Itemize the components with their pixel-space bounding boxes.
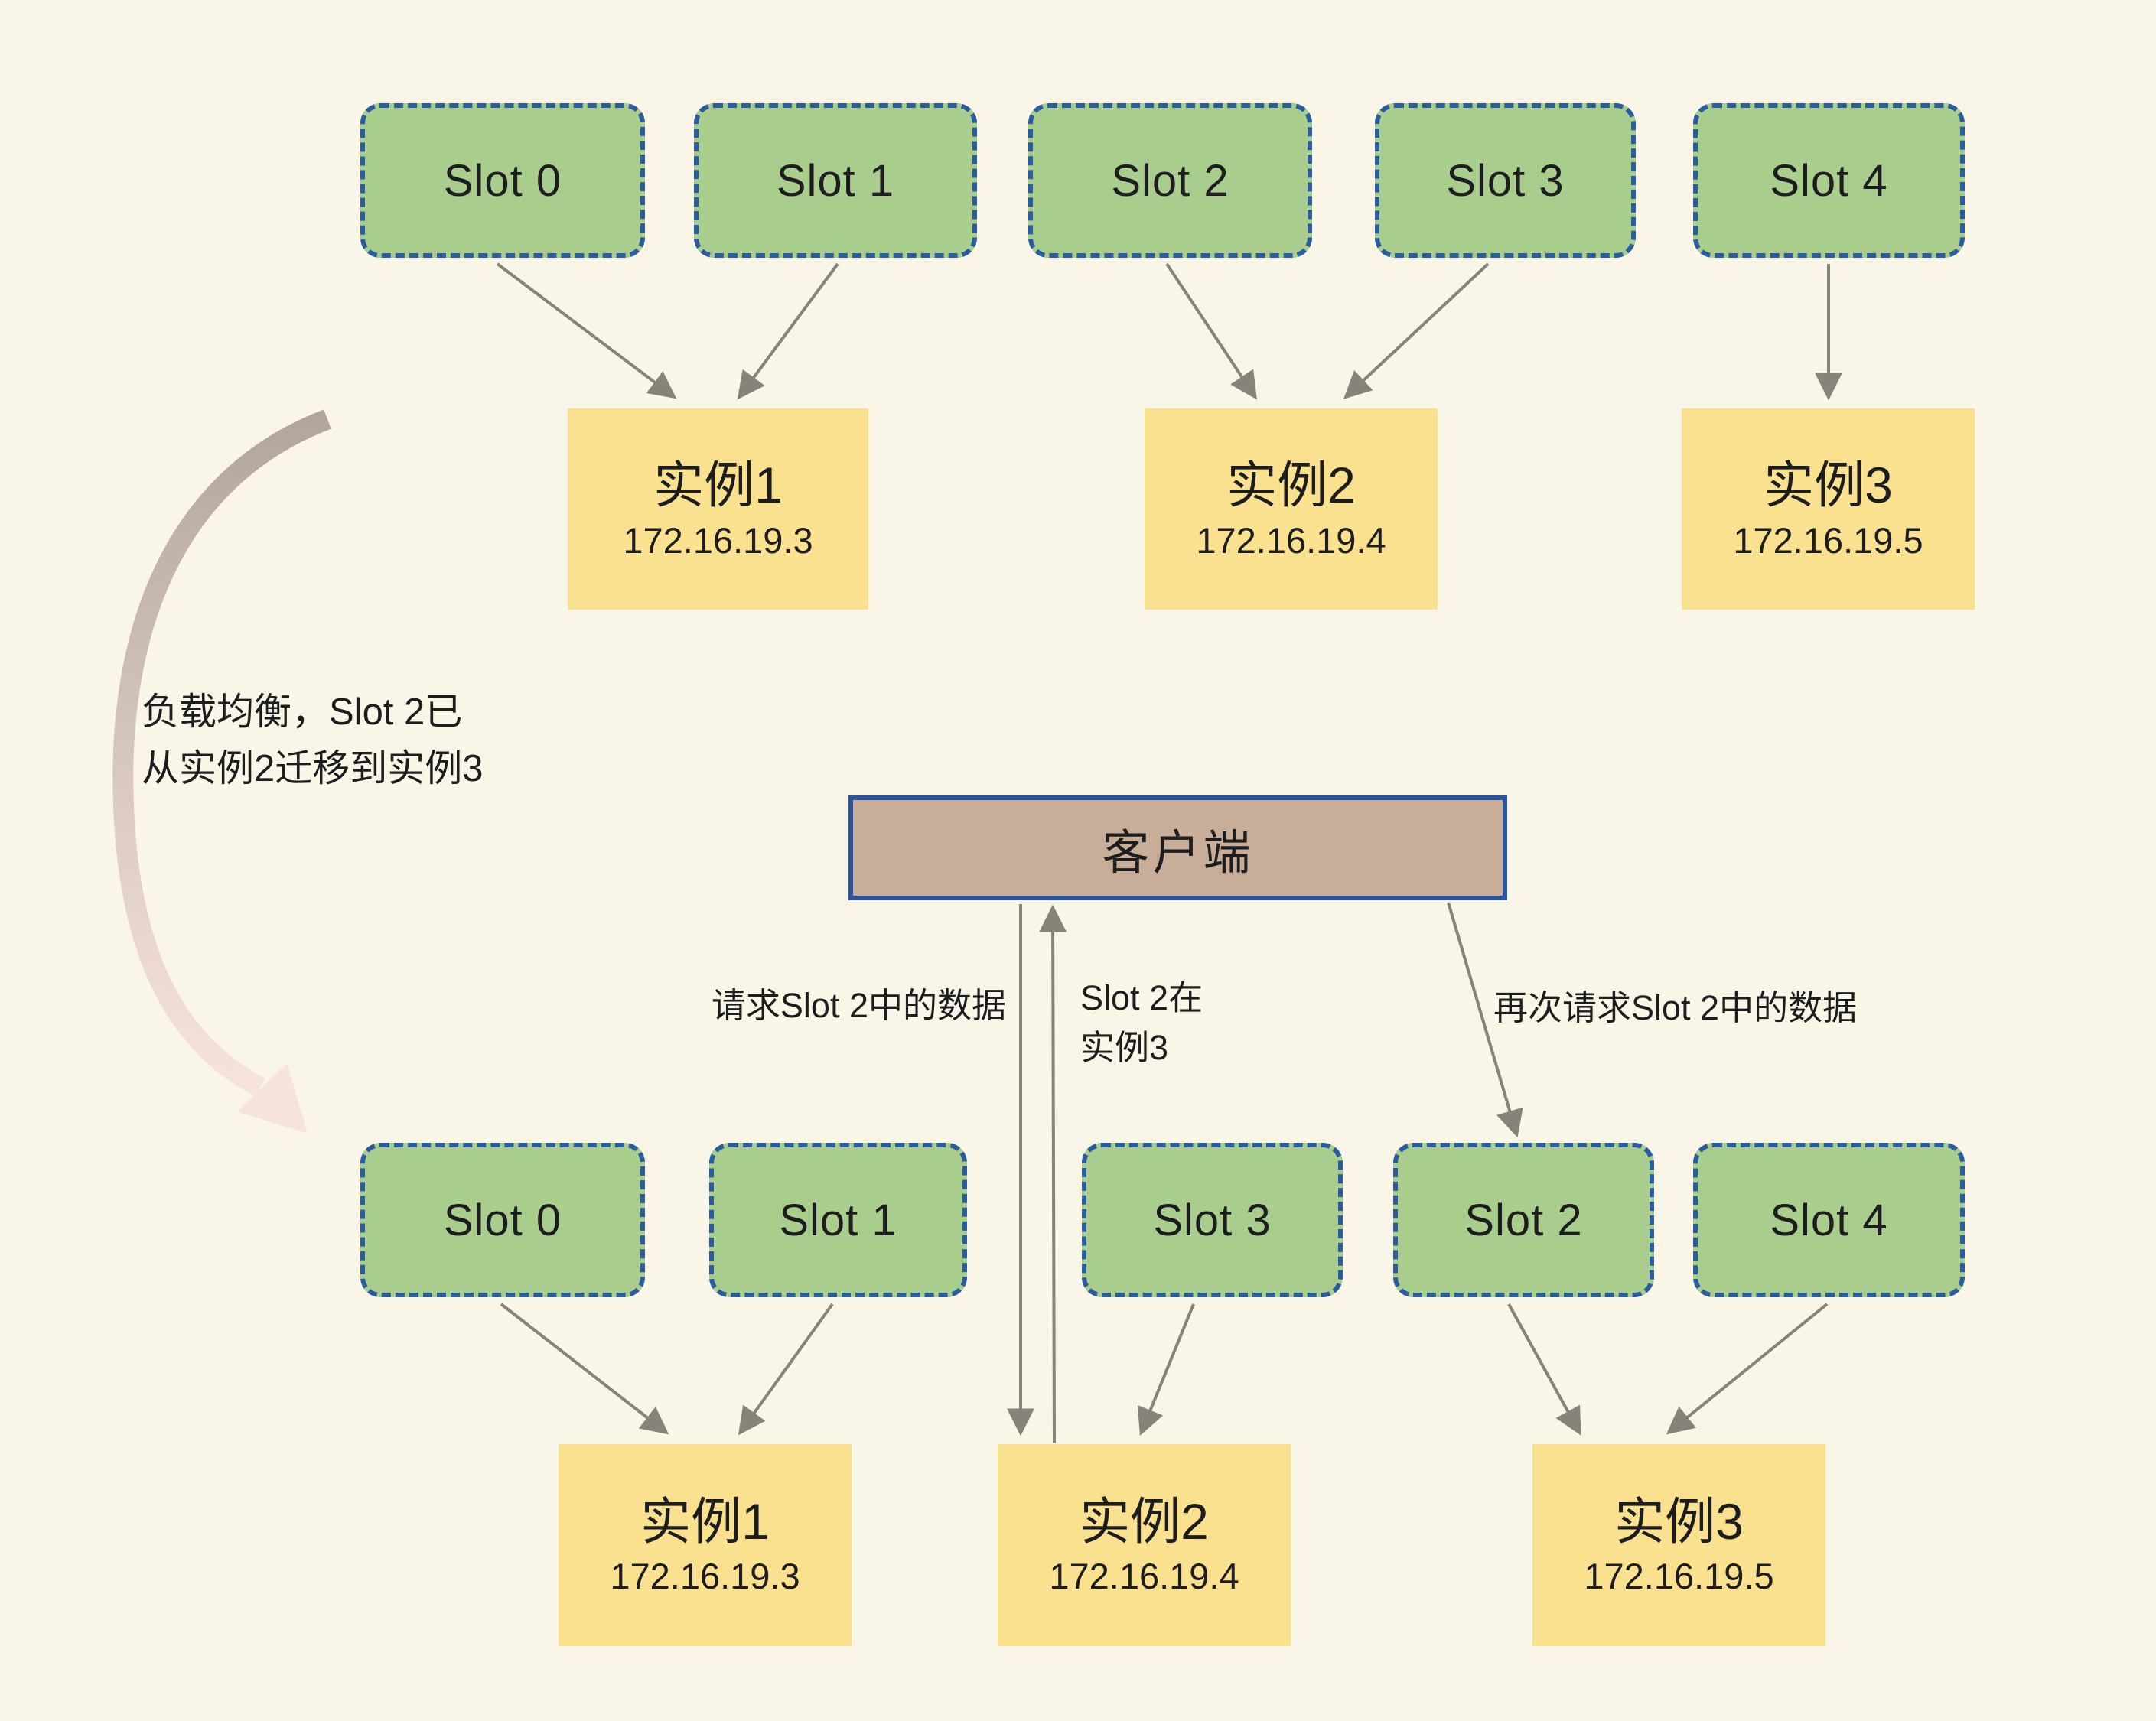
top-slot-0: Slot 0 xyxy=(360,103,645,258)
top-instance-3-name: 实例3 xyxy=(1764,457,1893,514)
edge-label-request-again: 再次请求Slot 2中的数据 xyxy=(1493,988,1858,1027)
top-instance-1-ip: 172.16.19.3 xyxy=(623,519,813,561)
top-instance-3-ip: 172.16.19.5 xyxy=(1733,519,1923,561)
migration-note: 负载均衡，Slot 2已 从实例2迁移到实例3 xyxy=(142,691,484,789)
arrow-bottom-slot2-instance3 xyxy=(1507,1303,1581,1436)
bottom-instance-2: 实例2 172.16.19.4 xyxy=(998,1444,1291,1646)
top-instance-2: 实例2 172.16.19.4 xyxy=(1145,408,1438,610)
top-instance-1: 实例1 172.16.19.3 xyxy=(568,408,868,610)
bottom-instance-2-name: 实例2 xyxy=(1080,1492,1209,1550)
top-instance-2-ip: 172.16.19.4 xyxy=(1196,519,1386,561)
edge-label-request: 请求Slot 2中的数据 xyxy=(711,986,1006,1025)
top-slot-2: Slot 2 xyxy=(1028,103,1312,258)
arrow-bottom-slot4-instance3 xyxy=(1666,1303,1829,1435)
top-slot-1: Slot 1 xyxy=(694,103,977,258)
arrow-top-slot2-instance2 xyxy=(1165,262,1257,400)
bottom-instance-1: 实例1 172.16.19.3 xyxy=(559,1444,852,1646)
bottom-instance-3-ip: 172.16.19.5 xyxy=(1584,1556,1774,1597)
top-slot-4: Slot 4 xyxy=(1693,103,1965,258)
arrow-top-slot3-instance2 xyxy=(1343,262,1490,399)
bottom-instance-3-name: 实例3 xyxy=(1614,1492,1744,1550)
bottom-slot-3: Slot 3 xyxy=(1082,1143,1343,1297)
bottom-instance-1-name: 实例1 xyxy=(640,1492,770,1550)
bottom-instance-3: 实例3 172.16.19.5 xyxy=(1532,1444,1825,1646)
bottom-instance-1-ip: 172.16.19.3 xyxy=(610,1556,800,1597)
client-box: 客户端 xyxy=(848,795,1507,900)
bottom-instance-2-ip: 172.16.19.4 xyxy=(1049,1556,1239,1597)
top-instance-3: 实例3 172.16.19.5 xyxy=(1682,408,1975,610)
bottom-slot-1: Slot 1 xyxy=(709,1143,967,1297)
top-instance-2-name: 实例2 xyxy=(1226,457,1356,514)
top-instance-1-name: 实例1 xyxy=(653,457,783,514)
bottom-slot-0: Slot 0 xyxy=(360,1143,645,1297)
arrow-bottom-slot1-instance1 xyxy=(738,1303,834,1436)
arrow-top-slot0-instance1 xyxy=(496,262,677,399)
arrow-top-slot1-instance1 xyxy=(737,262,839,400)
top-slot-3: Slot 3 xyxy=(1375,103,1636,258)
bottom-slot-2: Slot 2 xyxy=(1393,1143,1654,1297)
arrow-instance2-response-client xyxy=(1039,904,1067,1443)
arrow-bottom-slot3-instance2 xyxy=(1137,1303,1195,1436)
bottom-slot-4: Slot 4 xyxy=(1693,1143,1965,1297)
arrow-bottom-slot0-instance1 xyxy=(500,1303,669,1435)
edge-label-response: Slot 2在 实例3 xyxy=(1080,978,1203,1068)
